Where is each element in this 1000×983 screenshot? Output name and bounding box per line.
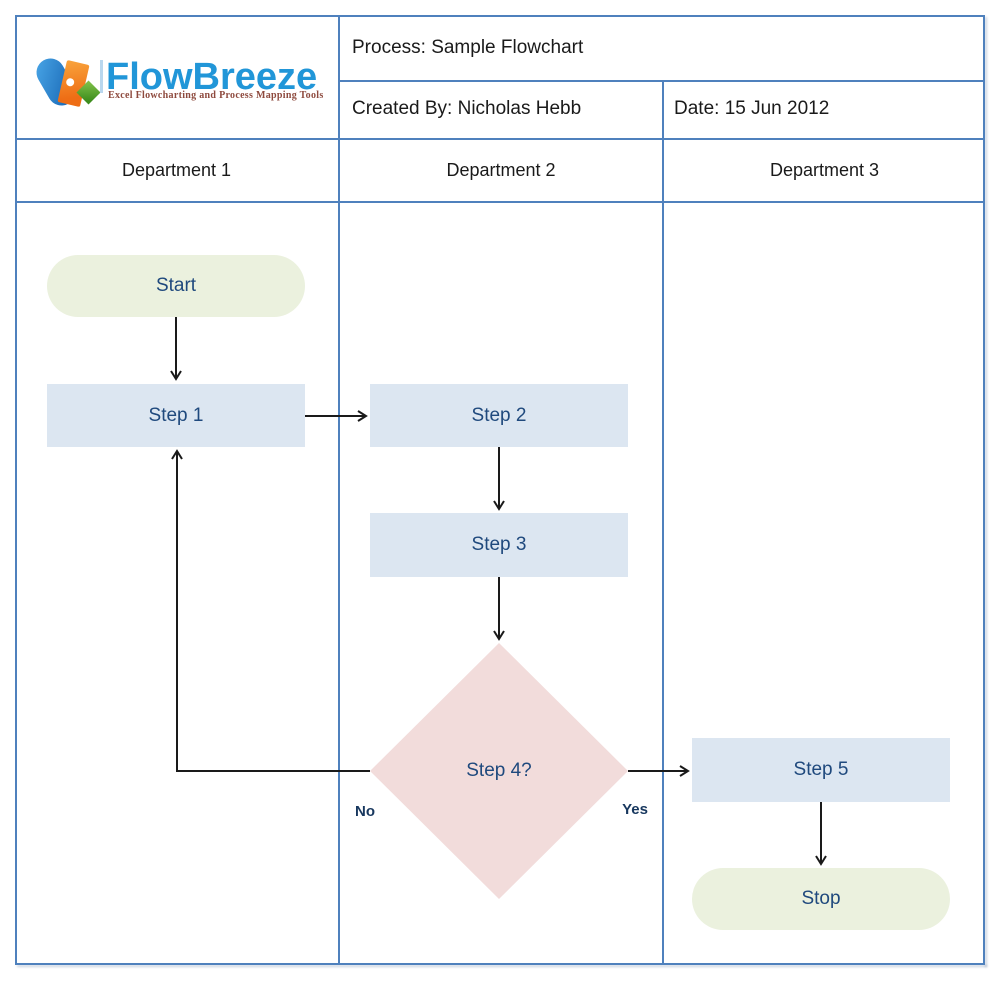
grid-border-right bbox=[983, 15, 985, 965]
grid-border-bottom bbox=[15, 963, 985, 965]
node-step-2: Step 2 bbox=[370, 384, 628, 447]
grid-line-below-lane-headers bbox=[15, 201, 985, 203]
lane-header-department-1: Department 1 bbox=[121, 160, 232, 180]
node-stop: Stop bbox=[692, 868, 950, 930]
grid-divider-lane2-lane3 bbox=[662, 80, 664, 963]
brand-name: FlowBreeze bbox=[106, 56, 318, 98]
node-step-4-decision: Step 4? bbox=[370, 643, 628, 899]
grid-line-below-process-row bbox=[338, 80, 985, 82]
node-step-5: Step 5 bbox=[692, 738, 950, 802]
logo-white-dot bbox=[65, 77, 75, 88]
grid-line-below-title-block bbox=[15, 138, 985, 140]
grid-border-left bbox=[15, 15, 17, 965]
branch-label-yes: Yes bbox=[622, 800, 648, 818]
lane-header-department-2: Department 2 bbox=[446, 160, 556, 180]
connector-step4-step1-no bbox=[171, 449, 370, 772]
branch-label-no: No bbox=[355, 802, 375, 820]
node-start: Start bbox=[47, 255, 305, 317]
date: Date: 15 Jun 2012 bbox=[674, 98, 830, 119]
grid-border-top bbox=[15, 15, 985, 17]
created-by: Created By: Nicholas Hebb bbox=[352, 98, 582, 119]
process-title: Process: Sample Flowchart bbox=[352, 36, 584, 58]
logo-separator-bar bbox=[100, 60, 103, 93]
node-step-1: Step 1 bbox=[47, 384, 305, 447]
lane-header-department-3: Department 3 bbox=[769, 160, 880, 180]
brand-tagline: Excel Flowcharting and Process Mapping T… bbox=[108, 90, 324, 101]
node-step-3: Step 3 bbox=[370, 513, 628, 577]
